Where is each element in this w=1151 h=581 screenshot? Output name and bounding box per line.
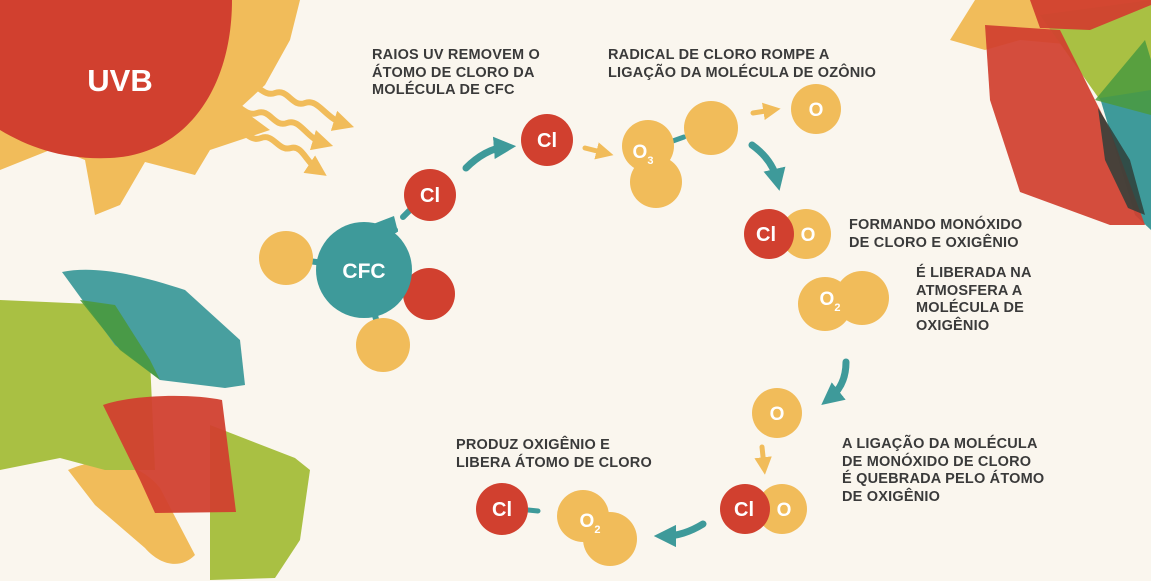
decor-top-right — [950, 0, 1151, 230]
decor-bottom-left — [0, 269, 310, 580]
oxygen-atom — [781, 209, 831, 259]
oxygen-molecule-label: O2 — [820, 289, 841, 314]
chlorine-monoxide: Cl O — [744, 209, 831, 259]
uv-rays — [219, 79, 355, 176]
cfc-molecule: CFC — [259, 216, 455, 372]
sun-disc — [0, 0, 232, 159]
flow-arrow — [748, 141, 786, 191]
fluorine-atom — [259, 231, 313, 285]
carbon-core-spike — [368, 216, 398, 232]
chlorine-label: Cl — [492, 499, 512, 521]
flow-arrow — [462, 136, 517, 172]
step-caption-monoxide: FORMANDO MONÓXIDO DE CLORO E OXIGÊNIO — [849, 217, 1023, 251]
ozone-molecule: O3 — [622, 101, 738, 208]
oxygen-label: O — [777, 500, 792, 521]
oxygen-atom — [684, 101, 738, 155]
oxygen-molecule-final: O2 — [557, 490, 637, 566]
oxygen-molecule: O2 — [798, 271, 889, 331]
chlorine-atom-released — [404, 169, 456, 221]
chlorine-monoxide: Cl O — [720, 484, 807, 534]
ozone-label: O3 — [633, 142, 654, 167]
oxygen-label: O — [801, 225, 816, 246]
step-caption-radical: RADICAL DE CLORO ROMPE A LIGAÇÃO DA MOLÉ… — [608, 47, 877, 81]
flow-arrow — [821, 358, 850, 406]
oxygen-molecule-label: O2 — [580, 511, 601, 536]
flow-arrow — [750, 102, 781, 121]
flow-arrow — [653, 520, 707, 548]
sun: UVB — [0, 0, 300, 215]
chlorine-atom-final — [476, 483, 528, 535]
chlorine-label: Cl — [756, 224, 776, 246]
uv-ray — [225, 124, 327, 176]
oxygen-atom — [557, 490, 609, 542]
cfc-label: CFC — [342, 260, 385, 283]
oxygen-atom-free — [791, 84, 841, 134]
uv-ray — [237, 79, 355, 131]
chlorine-label: Cl — [734, 499, 754, 521]
oxygen-label: O — [809, 100, 824, 121]
step-caption-bond-broken: A LIGAÇÃO DA MOLÉCULA DE MONÓXIDO DE CLO… — [842, 436, 1045, 505]
chlorine-label: Cl — [537, 130, 557, 152]
oxygen-atom — [798, 277, 852, 331]
step-caption-oxygen-released: É LIBERADA NA ATMOSFERA A MOLÉCULA DE OX… — [916, 265, 1032, 334]
carbon-core — [316, 222, 412, 318]
uv-ray — [219, 99, 334, 151]
oxygen-atom — [622, 120, 674, 172]
flow-arrow — [754, 444, 772, 475]
chlorine-atom — [720, 484, 770, 534]
oxygen-label: O — [770, 404, 785, 425]
oxygen-atom — [757, 484, 807, 534]
oxygen-atom-free — [752, 388, 802, 438]
sun-label: UVB — [87, 63, 152, 98]
fluorine-atom — [356, 318, 410, 372]
chlorine-atom — [403, 268, 455, 320]
step-caption-uv: RAIOS UV REMOVEM O ÁTOMO DE CLORO DA MOL… — [372, 47, 540, 98]
flow-arrow — [582, 142, 614, 160]
chlorine-atom — [744, 209, 794, 259]
chlorine-label: Cl — [420, 185, 440, 207]
step-caption-produces-oxygen: PRODUZ OXIGÊNIO E LIBERA ÁTOMO DE CLORO — [456, 437, 652, 471]
chlorine-radical — [521, 114, 573, 166]
